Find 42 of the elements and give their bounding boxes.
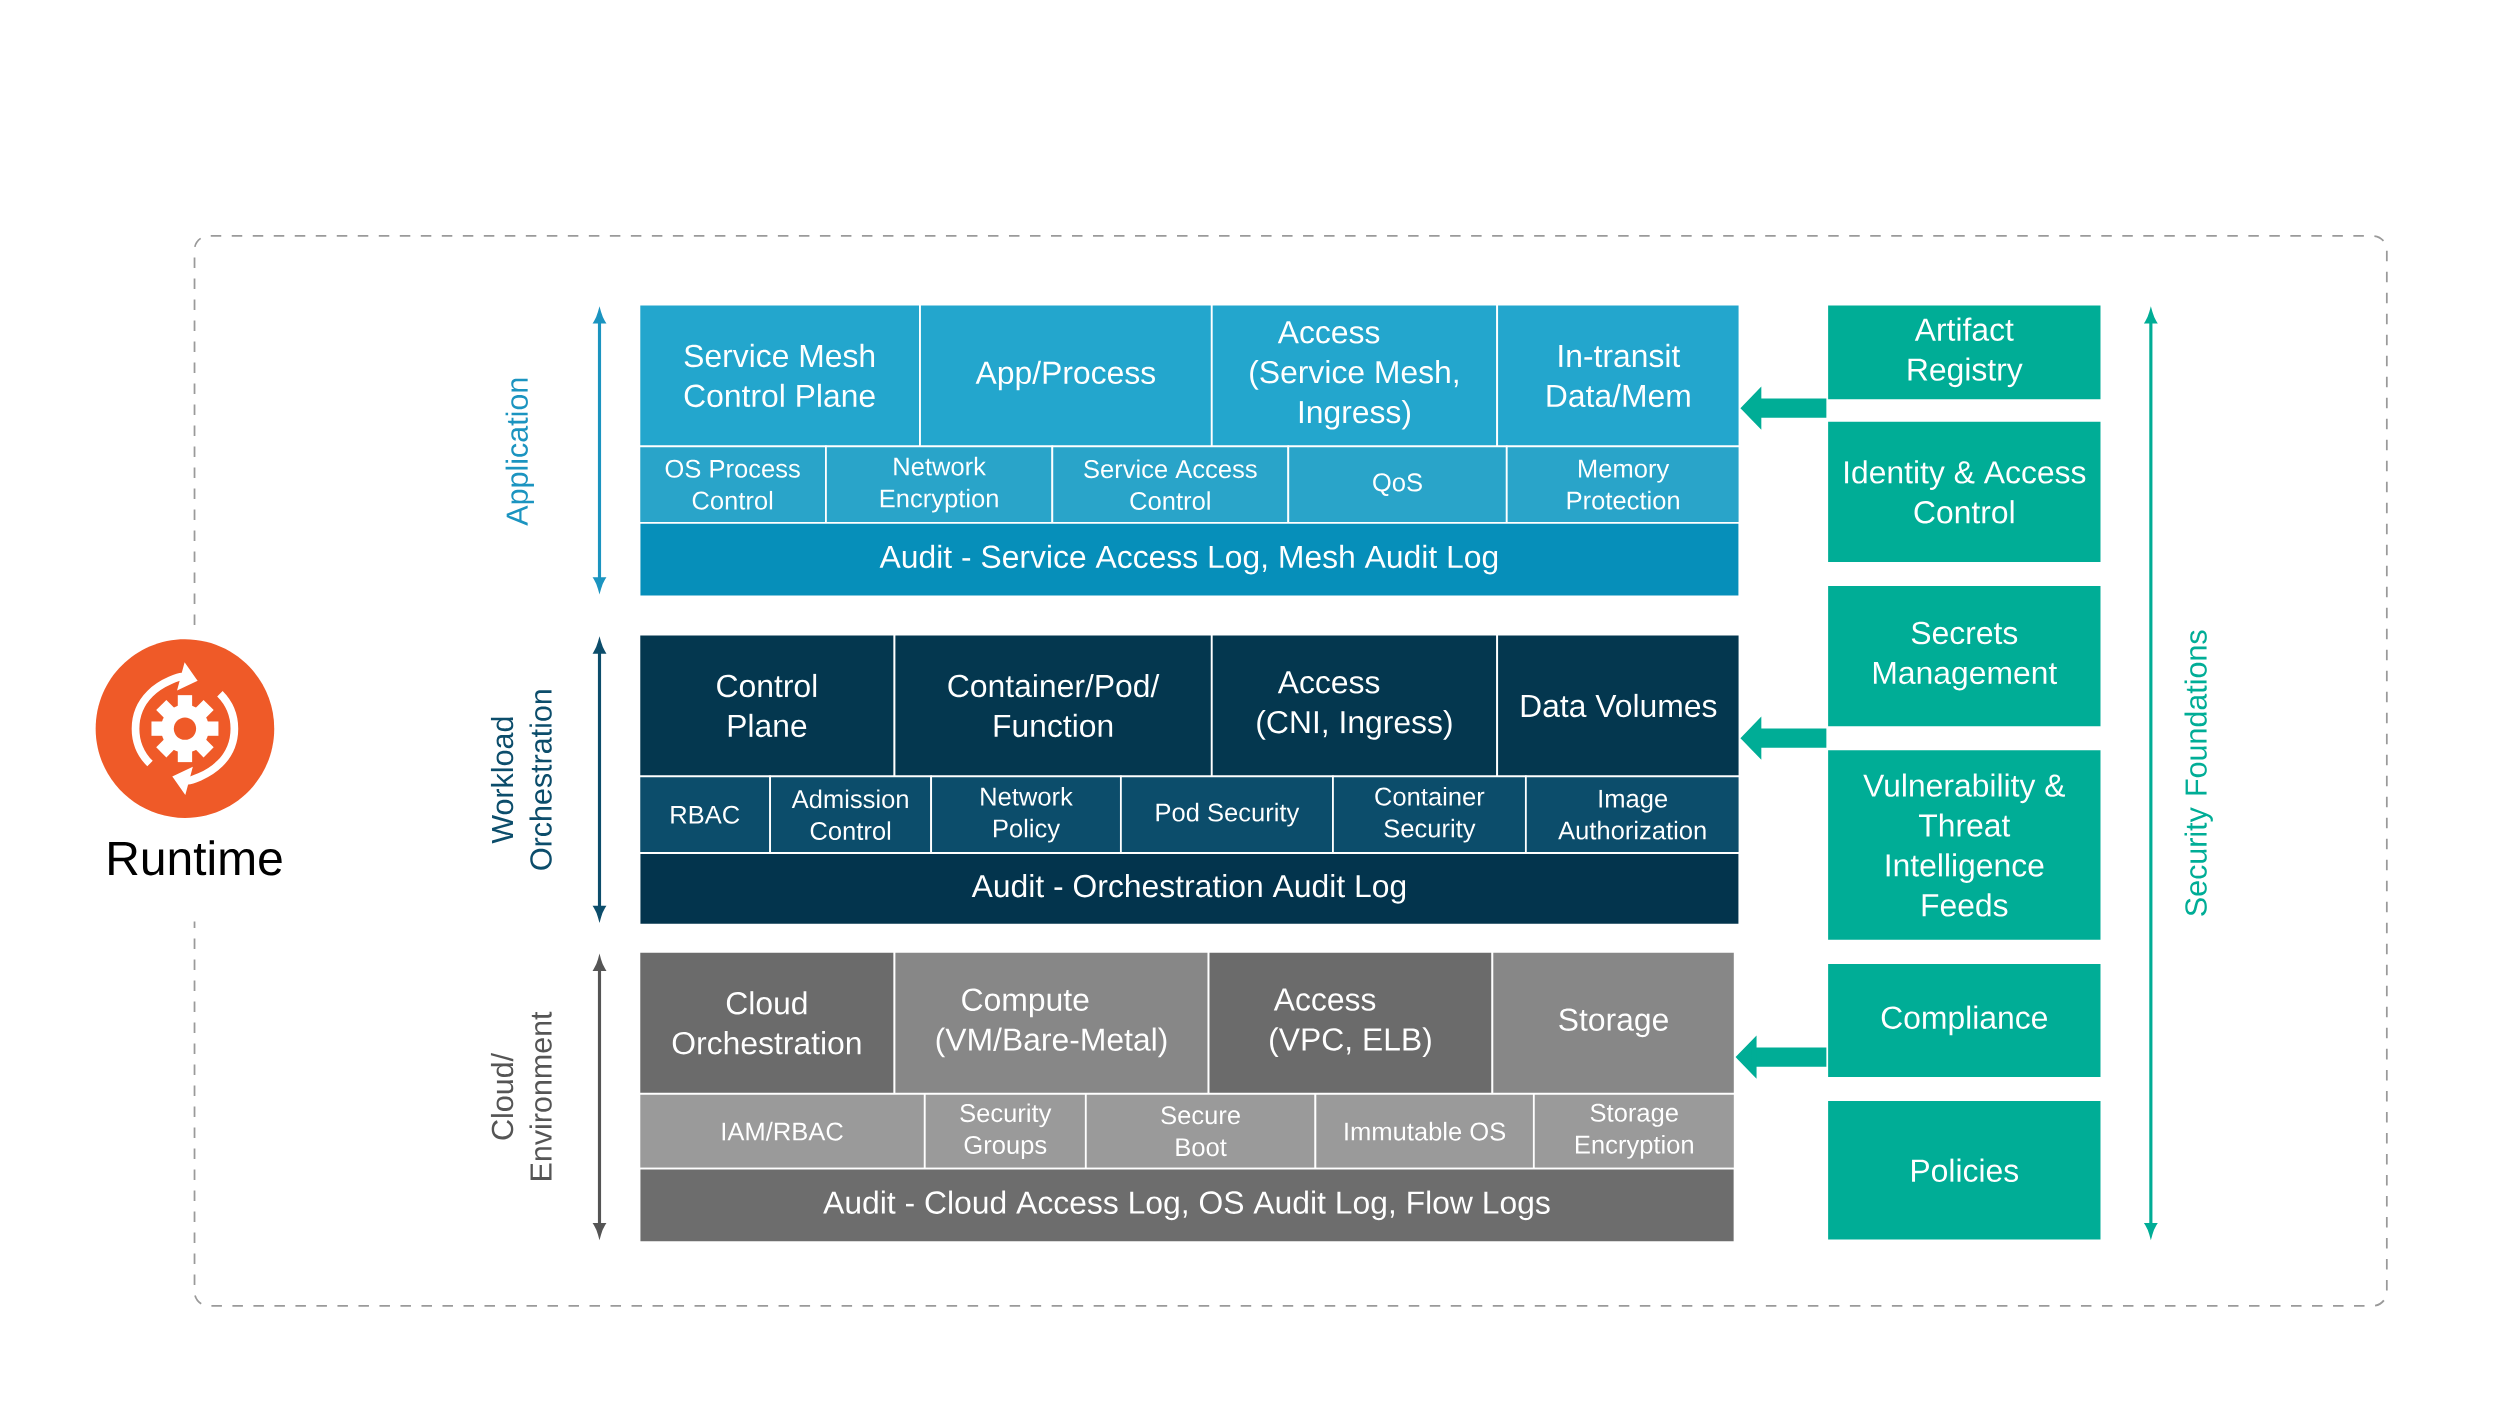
layer-cell: Control Plane <box>638 633 896 778</box>
foundation-box: Secrets Management <box>1826 584 2103 728</box>
layer-cell: Access (Service Mesh, Ingress) <box>1210 303 1498 448</box>
layer-cell: Storage Encryption <box>1533 1092 1736 1170</box>
audit-bar: Audit - Service Access Log, Mesh Audit Log <box>638 522 1741 598</box>
foundation-box: Compliance <box>1826 962 2103 1079</box>
runtime-label: Runtime <box>109 840 282 876</box>
audit-bar: Audit - Cloud Access Log, OS Audit Log, Flow Logs <box>638 1167 1736 1243</box>
layer-cell: Network Policy <box>930 775 1122 854</box>
foundation-box: Vulnerability & Threat Intelligence Feeds <box>1826 748 2103 942</box>
layer-cell: Network Encryption <box>825 445 1054 524</box>
layer-cell: Image Authorization <box>1525 775 1741 854</box>
layer-cell: Security Groups <box>923 1092 1087 1170</box>
layer-cell: Compute (VM/Bare-Metal) <box>893 950 1210 1095</box>
layer-label: Security Foundations <box>2184 630 2213 916</box>
layer-cell: Cloud Orchestration <box>638 950 896 1095</box>
layer-cell: QoS <box>1287 445 1508 524</box>
layer-cell: Access (VPC, ELB) <box>1207 950 1494 1095</box>
layer-cell: Data Volumes <box>1496 633 1741 778</box>
layer-cell: IAM/RBAC <box>638 1092 926 1170</box>
layer-cell: Immutable OS <box>1314 1092 1535 1170</box>
layer-cell: Container Security <box>1332 775 1527 854</box>
foundation-box: Policies <box>1826 1099 2103 1242</box>
layer-cell: Access (CNI, Ingress) <box>1210 633 1498 778</box>
layer-cell: Storage <box>1491 950 1736 1095</box>
layer-cell: Service Access Control <box>1051 445 1290 524</box>
layer-label: Cloud/ Environment <box>490 1011 552 1180</box>
layer-cell: Service Mesh Control Plane <box>638 303 921 448</box>
layer-cell: OS Process Control <box>638 445 827 524</box>
layer-cell: RBAC <box>638 775 771 854</box>
layer-label: Application <box>505 378 534 526</box>
foundation-box: Identity & Access Control <box>1826 419 2103 564</box>
layer-cell: Memory Protection <box>1505 445 1741 524</box>
audit-bar: Audit - Orchestration Audit Log <box>638 852 1741 926</box>
layer-cell: In-transit Data/Mem <box>1496 303 1741 448</box>
layer-cell: App/Process <box>919 303 1213 448</box>
layer-label: Workload Orchestration <box>490 690 552 870</box>
layer-cell: Secure Boot <box>1084 1092 1317 1170</box>
layer-cell: Container/Pod/ Function <box>893 633 1213 778</box>
layer-cell: Admission Control <box>769 775 932 854</box>
foundation-box: Artifact Registry <box>1826 303 2103 401</box>
layer-cell: Pod Security <box>1120 775 1334 854</box>
